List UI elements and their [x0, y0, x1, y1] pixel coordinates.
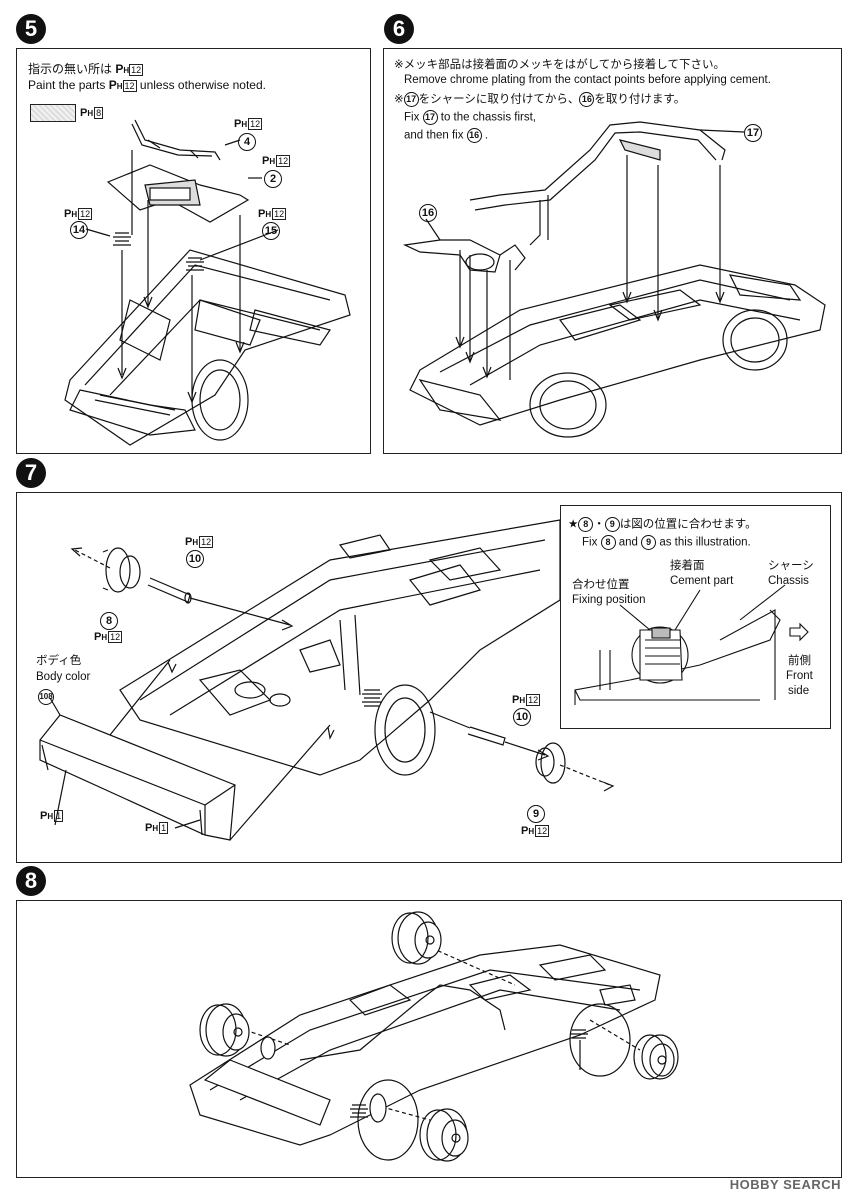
- s7-inset-fixing-en: Fixing position: [572, 594, 646, 606]
- s7-inset-front-en1: Front: [786, 670, 813, 682]
- step-6-badge: 6: [384, 14, 414, 44]
- watermark: HOBBY SEARCH: [729, 1177, 841, 1192]
- s6-note4-en: and then fix 16 .: [404, 128, 489, 143]
- s7-inset-note-en: Fix 8 and 9 as this illustration.: [582, 535, 751, 550]
- s7-inset-cement-en: Cement part: [670, 575, 734, 587]
- s7-inset-front-ja: 前側: [788, 655, 811, 667]
- part-15-callout: 15: [262, 222, 280, 240]
- part-2-callout: 2: [264, 170, 282, 188]
- s7-body-color-ja: ボディ色: [36, 655, 82, 667]
- s7-inset-chassis-en: Chassis: [768, 575, 809, 587]
- s6-note1-en: Remove chrome plating from the contact p…: [404, 74, 771, 86]
- part-4-callout: 4: [238, 133, 256, 151]
- step-8-panel: [16, 900, 842, 1178]
- step-7-badge: 7: [16, 458, 46, 488]
- part-10a-callout: 10: [186, 550, 204, 568]
- part-10b-callout: 10: [513, 708, 531, 726]
- s6-note1-ja: ※メッキ部品は接着面のメッキをはがしてから接着して下さい。: [394, 59, 725, 71]
- part-17-callout: 17: [744, 124, 762, 142]
- part-16-callout: 16: [419, 204, 437, 222]
- s7-body-color-en: Body color: [36, 671, 91, 683]
- part-14-callout: 14: [70, 221, 88, 239]
- s7-inset-front-en2: side: [788, 685, 810, 697]
- s5-paint-swatch: [30, 104, 76, 122]
- part-8-callout: 8: [100, 612, 118, 630]
- s7-inset-chassis-ja: シャーシ: [768, 560, 814, 572]
- s6-note3-en: Fix 17 to the chassis first,: [404, 110, 536, 125]
- step-8-badge: 8: [16, 866, 46, 896]
- s7-inset-fixing-ja: 合わせ位置: [572, 579, 630, 591]
- s7-inset-cement-ja: 接着面: [670, 560, 705, 572]
- part-108-callout: 108: [38, 689, 54, 705]
- step-5-badge: 5: [16, 14, 46, 44]
- step-6-panel: [383, 48, 842, 454]
- part-9-callout: 9: [527, 805, 545, 823]
